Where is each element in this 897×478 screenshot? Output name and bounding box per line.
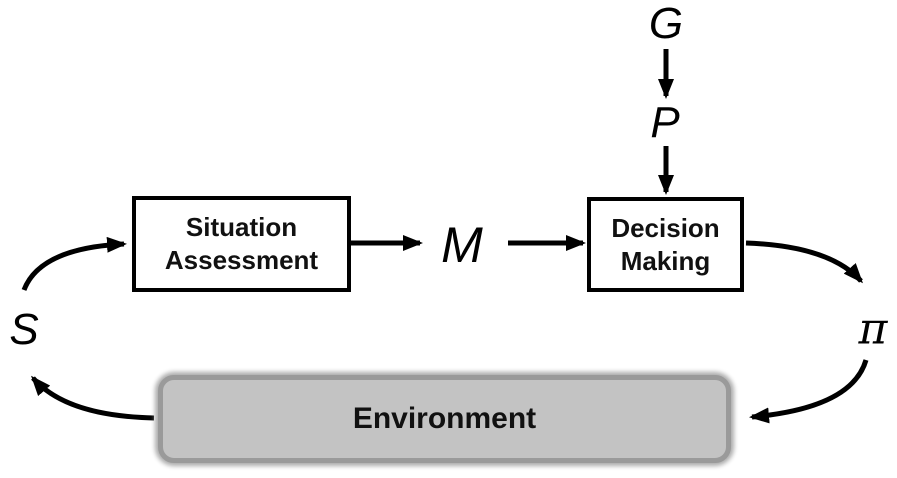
arrow-s-to-situation-assessment xyxy=(21,236,127,291)
situation-assessment-label-line2: Assessment xyxy=(164,245,319,275)
label-m: M xyxy=(441,217,483,273)
environment-label: Environment xyxy=(352,402,537,435)
label-s: S xyxy=(9,305,39,354)
situation-assessment-node: Situation Assessment xyxy=(132,196,351,292)
label-g: G xyxy=(648,0,684,48)
arrow-pi-to-environment xyxy=(749,359,869,424)
label-pi: π xyxy=(858,303,888,355)
decision-making-label-line2: Making xyxy=(620,245,711,276)
situation-assessment-label-line1: Situation xyxy=(185,212,298,242)
environment-node: Environment xyxy=(158,375,731,463)
arrow-environment-to-s xyxy=(31,375,155,421)
decision-making-label-line1: Decision xyxy=(611,212,720,243)
arrow-decision-making-to-pi xyxy=(745,240,863,284)
decision-making-node: Decision Making xyxy=(587,197,744,292)
label-p: P xyxy=(650,98,680,147)
